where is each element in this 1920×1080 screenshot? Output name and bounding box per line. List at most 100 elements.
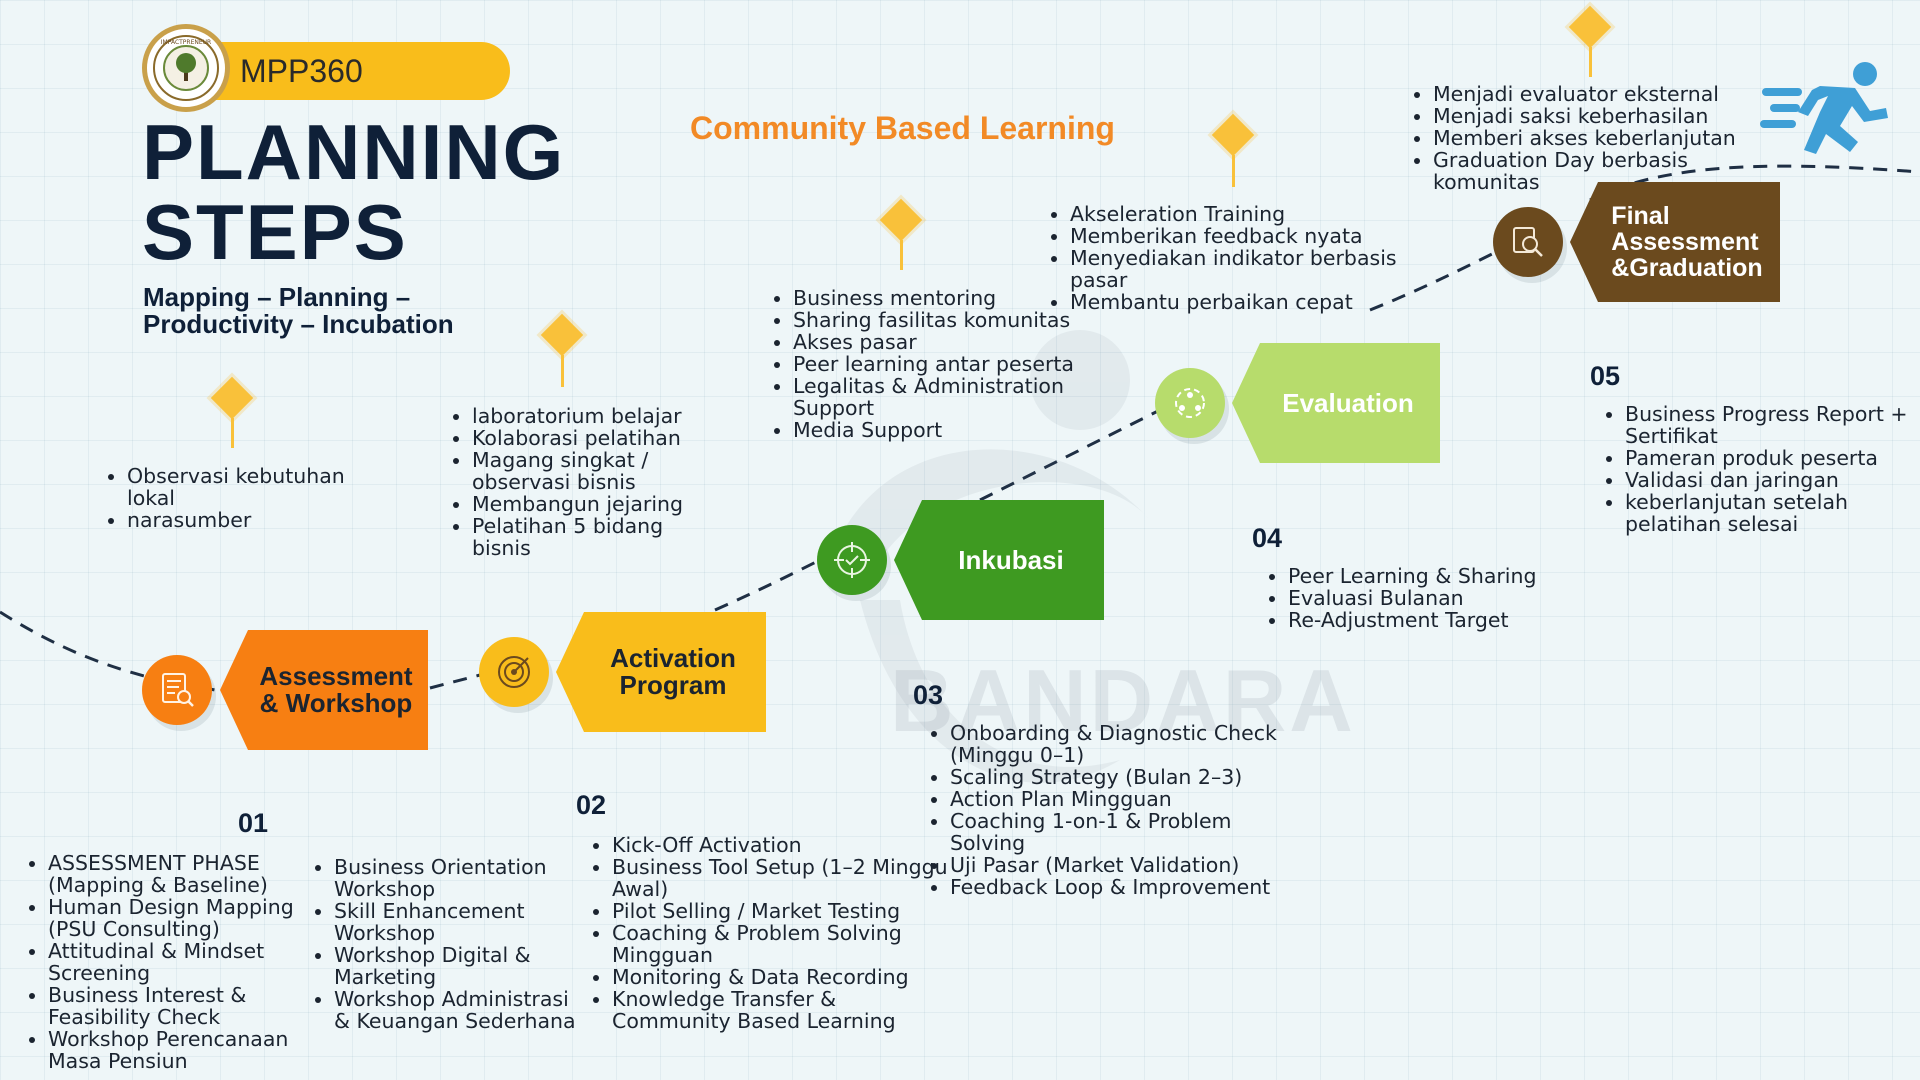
list-item: Menyediakan indikator berbasis pasar xyxy=(1070,247,1400,291)
step-01-community: Observasi kebutuhan lokal narasumber xyxy=(107,465,397,531)
title-line-1: PLANNING xyxy=(142,108,566,196)
list-item: Business Progress Report + Sertifikat xyxy=(1625,403,1920,447)
tree-logo-icon: IMPACTPRENEUR xyxy=(153,35,219,101)
list-item: Memberi akses keberlanjutan xyxy=(1433,127,1763,149)
step-05-details: Business Progress Report + Sertifikat Pa… xyxy=(1605,403,1920,535)
crosshair-icon xyxy=(834,542,870,578)
list-item: Workshop Perencanaan Masa Pensiun xyxy=(48,1028,334,1072)
document-search-icon xyxy=(162,673,194,707)
list-item: Human Design Mapping (PSU Consulting) xyxy=(48,896,334,940)
pin-stem-04 xyxy=(1232,155,1235,187)
step-05-label-line-1: Final xyxy=(1611,202,1670,230)
team-cycle-icon xyxy=(1175,388,1205,418)
list-item: Monitoring & Data Recording xyxy=(612,966,950,988)
list-item: Uji Pasar (Market Validation) xyxy=(950,854,1290,876)
list-item: Workshop Digital & Marketing xyxy=(334,944,588,988)
list-item: Validasi dan jaringan xyxy=(1625,469,1920,491)
step-05-label-line-2: Assessment xyxy=(1611,228,1759,256)
list-item: Pelatihan 5 bidang bisnis xyxy=(472,515,728,559)
step-03-number: 03 xyxy=(913,680,944,710)
list-item: Membangun jejaring xyxy=(472,493,728,515)
list-item: Coaching 1-on-1 & Problem Solving xyxy=(950,810,1290,854)
list-item: keberlanjutan setelah pelatihan selesai xyxy=(1625,491,1920,535)
list-item: Media Support xyxy=(793,419,1083,441)
step-02-details: Kick-Off Activation Business Tool Setup … xyxy=(592,834,950,1032)
list-item: Pilot Selling / Market Testing xyxy=(612,900,950,922)
watermark-figure xyxy=(830,330,1150,783)
step-01-icon-circle xyxy=(142,655,212,725)
list-item: Skill Enhancement Workshop xyxy=(334,900,588,944)
step-04-label-line-1: Evaluation xyxy=(1282,387,1414,418)
list-item: Peer learning antar peserta xyxy=(793,353,1083,375)
list-item: Pameran produk peserta xyxy=(1625,447,1920,469)
running-person-icon xyxy=(1760,62,1888,154)
list-item: narasumber xyxy=(127,509,397,531)
step-03-details: Onboarding & Diagnostic Check (Minggu 0–… xyxy=(930,722,1290,898)
step-03-icon-circle xyxy=(817,525,887,595)
list-item: Scaling Strategy (Bulan 2–3) xyxy=(950,766,1290,788)
step-04-icon-circle xyxy=(1155,368,1225,438)
step-01-details-b: Business Orientation Workshop Skill Enha… xyxy=(314,856,588,1032)
list-item: Magang singkat / observasi bisnis xyxy=(472,449,728,493)
list-item: Graduation Day berbasis komunitas xyxy=(1433,149,1763,193)
list-item: ASSESSMENT PHASE (Mapping & Baseline) xyxy=(48,852,334,896)
pin-stem-02 xyxy=(561,355,564,387)
step-05-label-line-3: &Graduation xyxy=(1611,254,1763,282)
title-line-2: STEPS xyxy=(142,188,408,276)
step-03-label-line-1: Inkubasi xyxy=(958,544,1064,575)
step-04-block: Evaluation xyxy=(1232,343,1440,463)
list-item: Peer Learning & Sharing xyxy=(1288,565,1588,587)
watermark-text: BANDARA xyxy=(890,651,1356,750)
step-01-details-a: ASSESSMENT PHASE (Mapping & Baseline) Hu… xyxy=(28,852,334,1072)
brand-name: MPP360 xyxy=(240,52,363,89)
list-item: Kick-Off Activation xyxy=(612,834,950,856)
list-item: Evaluasi Bulanan xyxy=(1288,587,1588,609)
step-02-community: laboratorium belajar Kolaborasi pelatiha… xyxy=(452,405,728,559)
brand-logo: IMPACTPRENEUR xyxy=(142,24,230,112)
list-item: Workshop Administrasi & Keuangan Sederha… xyxy=(334,988,588,1032)
list-item: Sharing fasilitas komunitas xyxy=(793,309,1083,331)
page-subtitle: Mapping – Planning – Productivity – Incu… xyxy=(143,284,563,338)
brand-pill: MPP360 xyxy=(170,42,510,100)
list-item: Kolaborasi pelatihan xyxy=(472,427,728,449)
step-02-label-line-2: Program xyxy=(619,670,727,700)
list-item: Business Orientation Workshop xyxy=(334,856,588,900)
pin-stem-01 xyxy=(231,418,234,448)
list-item: Onboarding & Diagnostic Check (Minggu 0–… xyxy=(950,722,1290,766)
step-02-number: 02 xyxy=(576,790,607,820)
logo-text: IMPACTPRENEUR xyxy=(161,39,211,46)
step-02-block: Activation Program xyxy=(556,612,766,732)
list-item: Legalitas & Administration Support xyxy=(793,375,1083,419)
list-item: Knowledge Transfer & Community Based Lea… xyxy=(612,988,950,1032)
list-item: Menjadi evaluator eksternal xyxy=(1433,83,1763,105)
list-item: Akses pasar xyxy=(793,331,1083,353)
step-05-block: Final Assessment &Graduation xyxy=(1570,182,1780,302)
list-item: Feedback Loop & Improvement xyxy=(950,876,1290,898)
step-01-number: 01 xyxy=(238,808,269,838)
list-item: Menjadi saksi keberhasilan xyxy=(1433,105,1763,127)
list-item: Attitudinal & Mindset Screening xyxy=(48,940,334,984)
dashed-route-line xyxy=(0,164,1920,692)
magnify-document-icon xyxy=(1513,227,1543,257)
step-04-number: 04 xyxy=(1252,523,1283,553)
step-05-icon-circle xyxy=(1493,207,1563,277)
step-02-label-line-1: Activation xyxy=(610,643,736,673)
step-01-label-line-1: Assessment xyxy=(259,661,413,691)
list-item: Memberikan feedback nyata xyxy=(1070,225,1400,247)
pin-stem-05 xyxy=(1589,47,1592,77)
step-04-details: Peer Learning & Sharing Evaluasi Bulanan… xyxy=(1268,565,1588,631)
page-title: PLANNING STEPS xyxy=(142,112,662,272)
step-01-block: Assessment & Workshop xyxy=(220,630,428,750)
list-item: Akseleration Training xyxy=(1070,203,1400,225)
list-item: Business Tool Setup (1–2 Minggu Awal) xyxy=(612,856,950,900)
list-item: Observasi kebutuhan lokal xyxy=(127,465,397,509)
subtitle-line-1: Mapping – Planning – xyxy=(143,282,411,312)
step-04-community: Akseleration Training Memberikan feedbac… xyxy=(1050,203,1400,313)
step-02-icon-circle xyxy=(479,637,549,707)
subtitle-line-2: Productivity – Incubation xyxy=(143,309,454,339)
step-05-community: Menjadi evaluator eksternal Menjadi saks… xyxy=(1413,83,1763,193)
step-01-label-line-2: & Workshop xyxy=(259,688,413,718)
list-item: Action Plan Mingguan xyxy=(950,788,1290,810)
target-icon xyxy=(498,656,530,688)
